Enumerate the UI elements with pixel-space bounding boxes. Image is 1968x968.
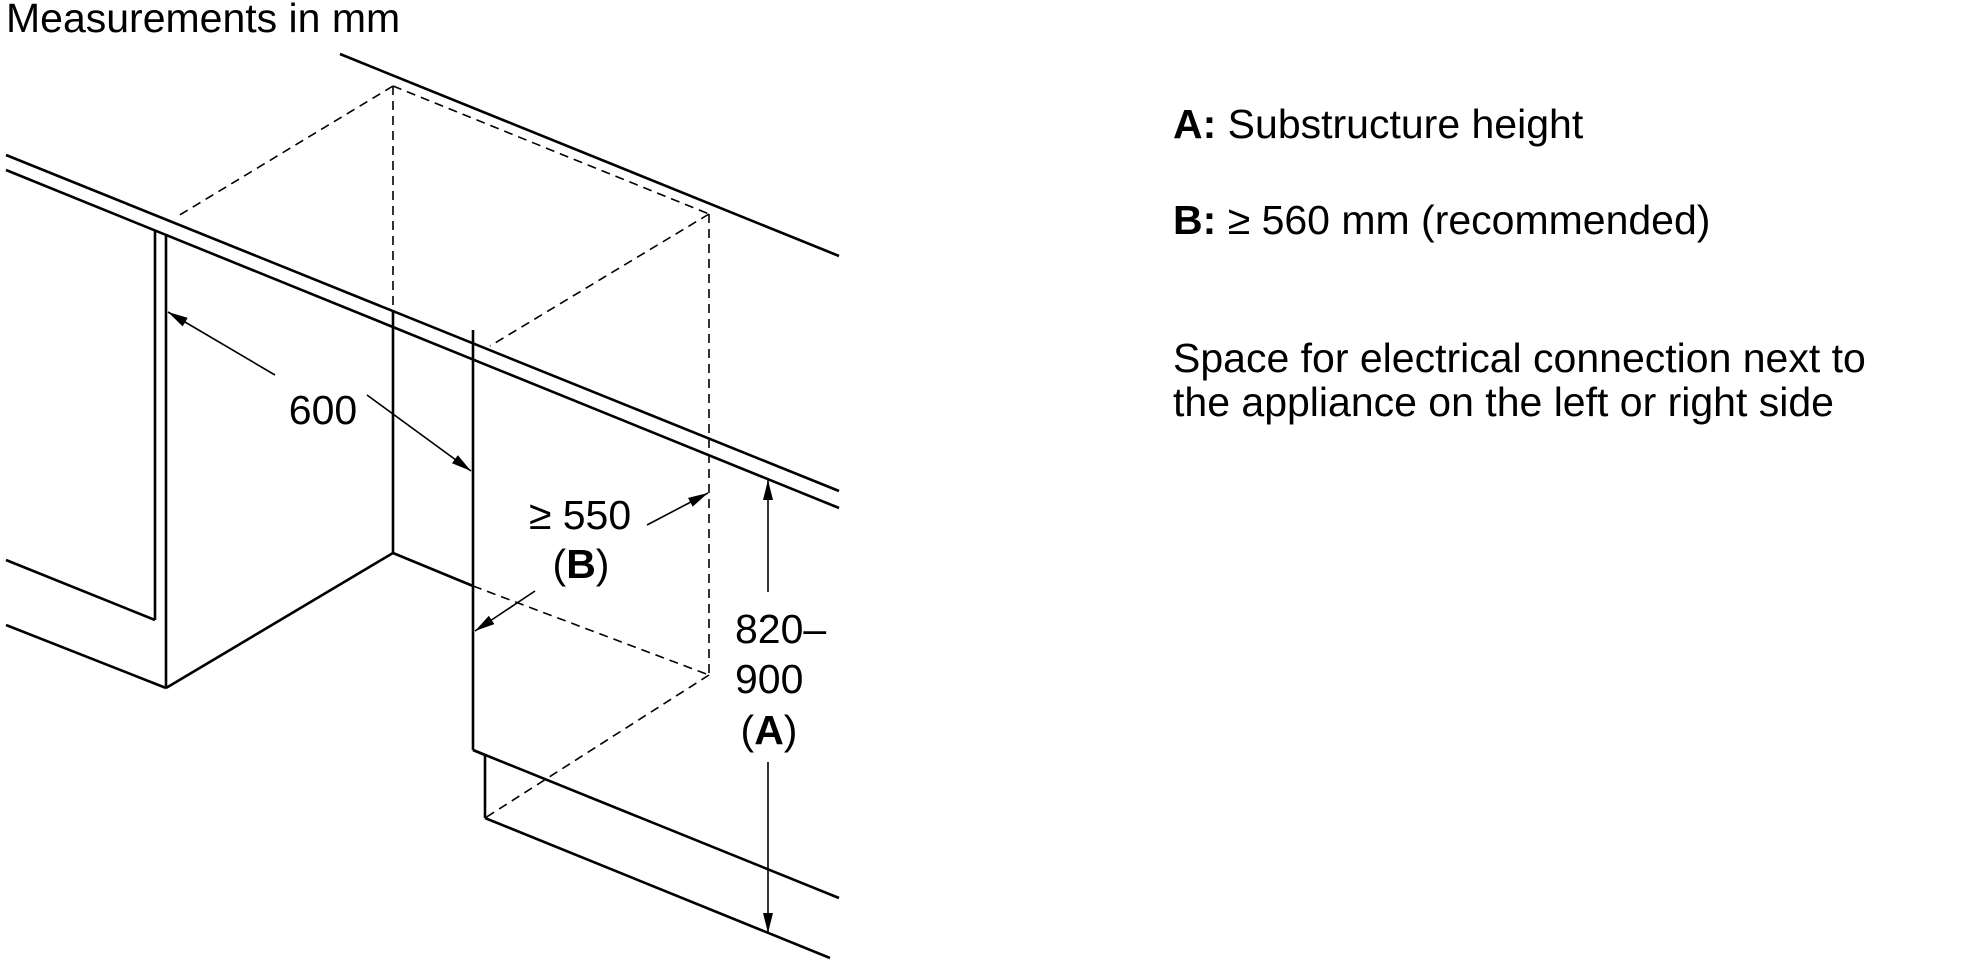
width-label: 600 [289, 387, 357, 433]
note-line-2: the appliance on the left or right side [1173, 379, 1834, 425]
height-label-line1: 820– [735, 606, 826, 652]
legend-text-a: Substructure height [1227, 101, 1584, 147]
electrical-connection-note: Space for electrical connection next to … [1173, 336, 1866, 424]
legend-key-b: B: [1173, 197, 1217, 243]
depth-label: ≥ 550 [529, 492, 631, 538]
legend-item-a: A: Substructure height [1173, 102, 1583, 146]
legend-text-b: ≥ 560 mm (recommended) [1227, 197, 1711, 243]
legend-item-b: B: ≥ 560 mm (recommended) [1173, 198, 1710, 242]
note-line-1: Space for electrical connection next to [1173, 335, 1866, 381]
units-label: Measurements in mm [6, 0, 400, 41]
legend-key-a: A: [1173, 101, 1217, 147]
right-cabinet [471, 330, 840, 960]
height-reference: (A) [741, 707, 798, 753]
width-dimension [167, 311, 472, 472]
worktop [5, 52, 840, 510]
height-label-line2: 900 [735, 656, 803, 702]
depth-dimension [474, 492, 709, 632]
left-cabinet [5, 231, 394, 690]
depth-reference: (B) [553, 541, 610, 587]
niche-wall [391, 310, 474, 588]
appliance-outline-dashed [177, 85, 710, 819]
